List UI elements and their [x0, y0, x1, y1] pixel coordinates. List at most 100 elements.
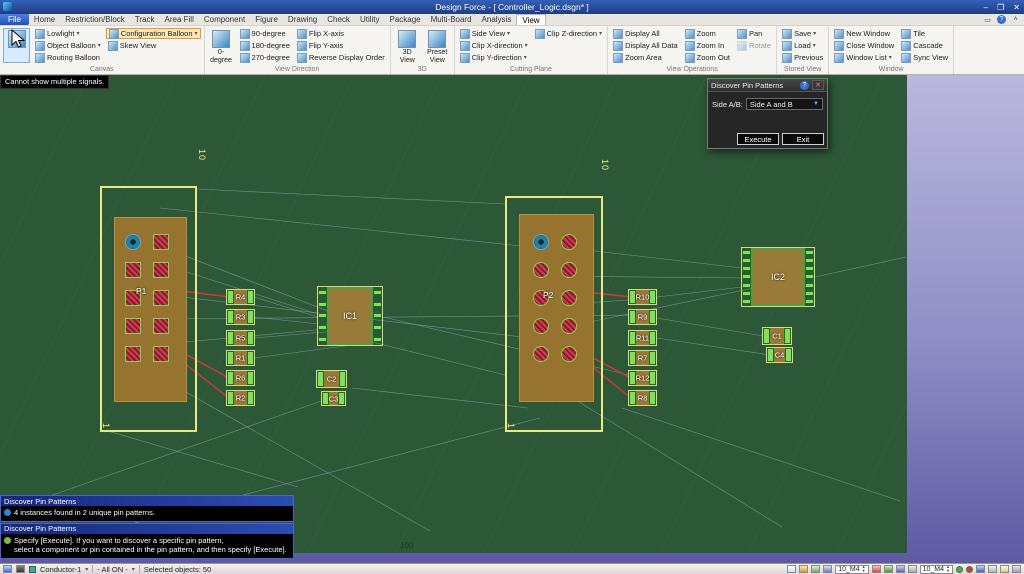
- dialog-titlebar[interactable]: Discover Pin Patterns ? ✕: [708, 79, 827, 92]
- execute-button[interactable]: Execute: [737, 133, 779, 145]
- ribbon-button-cascade[interactable]: Cascade: [899, 40, 950, 51]
- pad[interactable]: [533, 318, 549, 334]
- connector-p2[interactable]: P2: [505, 196, 603, 432]
- tab-view[interactable]: View: [516, 14, 545, 25]
- ic-ic1[interactable]: IC1: [318, 287, 382, 345]
- pad[interactable]: [561, 346, 577, 362]
- pad[interactable]: [561, 290, 577, 306]
- pad[interactable]: [125, 262, 141, 278]
- connector-p1[interactable]: P1: [100, 186, 197, 432]
- ribbon-button-270-degree[interactable]: 270-degree: [238, 52, 292, 63]
- exit-button[interactable]: Exit: [782, 133, 824, 145]
- spinner-icon[interactable]: ▲▼: [946, 565, 950, 573]
- resistor-r6[interactable]: R6: [227, 371, 254, 385]
- ribbon-button-zoom-in[interactable]: Zoom In: [683, 40, 732, 51]
- help-icon[interactable]: ?: [997, 15, 1006, 24]
- ribbon-button-canvas-mode-icon[interactable]: [3, 28, 30, 63]
- highlight-mode-icon[interactable]: [787, 565, 796, 573]
- pad[interactable]: [125, 318, 141, 334]
- ribbon-button-0-degree[interactable]: 0-degree: [208, 28, 235, 63]
- ribbon-button-clip-z-direction[interactable]: Clip Z-direction▾: [533, 28, 604, 39]
- ribbon-button-new-window[interactable]: New Window: [832, 28, 896, 39]
- ribbon-button-object-balloon[interactable]: Object Balloon▾: [33, 40, 103, 51]
- ribbon-button-zoom-out[interactable]: Zoom Out: [683, 52, 732, 63]
- pad[interactable]: [125, 346, 141, 362]
- ribbon-collapse-icon[interactable]: ˄: [1011, 15, 1020, 24]
- ribbon-button-save[interactable]: Save▾: [780, 28, 825, 39]
- resistor-r11[interactable]: R11: [629, 331, 656, 345]
- resistor-r8[interactable]: R8: [629, 391, 656, 405]
- gravity-icon[interactable]: [884, 565, 893, 573]
- pad[interactable]: [153, 318, 169, 334]
- pad[interactable]: [533, 346, 549, 362]
- ribbon-button-rotate[interactable]: Rotate: [735, 40, 773, 51]
- side-ab-select[interactable]: Side A and B ▼: [746, 98, 823, 110]
- tab-track[interactable]: Track: [130, 14, 160, 25]
- input-mode-icon[interactable]: [16, 565, 25, 573]
- unit-icon[interactable]: [1000, 565, 1009, 573]
- grid-display-icon[interactable]: [823, 565, 832, 573]
- coordinate-readout-icon[interactable]: [1012, 565, 1021, 573]
- tab-figure[interactable]: Figure: [250, 14, 283, 25]
- ribbon-button-display-all[interactable]: Display All: [611, 28, 680, 39]
- via-grid-field[interactable]: 10_M4 ▲▼: [920, 565, 953, 574]
- capacitor-c1[interactable]: C1: [763, 328, 791, 344]
- ribbon-button-display-all-data[interactable]: Display All Data: [611, 40, 680, 51]
- ribbon-button-skew-view[interactable]: Skew View: [106, 40, 201, 51]
- design-canvas[interactable]: 100 Cannot show multiple signals. Discov…: [0, 75, 1024, 563]
- tab-multi-board[interactable]: Multi-Board: [426, 14, 477, 25]
- tab-component[interactable]: Component: [199, 14, 250, 25]
- display-filter-select[interactable]: - All ON -: [97, 565, 127, 574]
- resistor-r4[interactable]: R4: [227, 290, 254, 304]
- resistor-r2[interactable]: R2: [227, 391, 254, 405]
- ribbon-button-load[interactable]: Load▾: [780, 40, 825, 51]
- ribbon-button-side-view[interactable]: Side View▾: [458, 28, 530, 39]
- ribbon-button-tile[interactable]: Tile: [899, 28, 950, 39]
- active-layer-select[interactable]: Conductor-1: [40, 565, 81, 574]
- ribbon-button-clip-x-direction[interactable]: Clip X-direction▾: [458, 40, 530, 51]
- ribbon-button-clip-y-direction[interactable]: Clip Y-direction▾: [458, 52, 530, 63]
- pin1-pad[interactable]: [533, 234, 549, 250]
- resistor-r9[interactable]: R9: [629, 310, 656, 324]
- ribbon-button-90-degree[interactable]: 90-degree: [238, 28, 292, 39]
- ribbon-button-close-window[interactable]: Close Window: [832, 40, 896, 51]
- minimize-button[interactable]: –: [984, 3, 988, 12]
- dialog-close-icon[interactable]: ✕: [812, 80, 824, 90]
- grid-type-icon[interactable]: [811, 565, 820, 573]
- capacitor-c4[interactable]: C4: [767, 348, 792, 362]
- pad[interactable]: [153, 262, 169, 278]
- drc-on-led-icon[interactable]: [956, 566, 963, 573]
- resistor-r12[interactable]: R12: [629, 371, 656, 385]
- ribbon-button-pan[interactable]: Pan: [735, 28, 773, 39]
- ribbon-button-previous[interactable]: Previous: [780, 52, 825, 63]
- ortho-mode-icon[interactable]: [896, 565, 905, 573]
- ribbon-button-routing-balloon[interactable]: Routing Balloon: [33, 52, 103, 63]
- resistor-r10[interactable]: R10: [629, 290, 656, 304]
- dialog-help-icon[interactable]: ?: [800, 81, 809, 90]
- ribbon-button-180-degree[interactable]: 180-degree: [238, 40, 292, 51]
- pad[interactable]: [533, 262, 549, 278]
- pick-filter-icon[interactable]: [799, 565, 808, 573]
- ribbon-button-zoom-area[interactable]: Zoom Area: [611, 52, 680, 63]
- ribbon-button-preset-view[interactable]: Preset View: [424, 28, 451, 63]
- grid-pitch-field[interactable]: 10_M4 ▲▼: [835, 565, 868, 574]
- file-menu-button[interactable]: File: [0, 14, 29, 25]
- resistor-r7[interactable]: R7: [629, 351, 656, 365]
- tab-utility[interactable]: Utility: [355, 14, 385, 25]
- customize-icon[interactable]: ▭: [983, 15, 992, 24]
- pin1-pad[interactable]: [125, 234, 141, 250]
- log-icon[interactable]: [988, 565, 997, 573]
- pad[interactable]: [561, 262, 577, 278]
- ribbon-button-window-list[interactable]: Window List▾: [832, 52, 896, 63]
- tab-restriction-block[interactable]: Restriction/Block: [60, 14, 130, 25]
- tab-home[interactable]: Home: [29, 14, 60, 25]
- tab-check[interactable]: Check: [322, 14, 355, 25]
- snap-icon[interactable]: [872, 565, 881, 573]
- pad[interactable]: [561, 234, 577, 250]
- tab-area-fill[interactable]: Area Fill: [160, 14, 199, 25]
- ribbon-button-sync-view[interactable]: Sync View: [899, 52, 950, 63]
- resistor-r3[interactable]: R3: [227, 310, 254, 324]
- ic-ic2[interactable]: IC2: [742, 248, 814, 306]
- ribbon-button-3d-view[interactable]: 3D View: [394, 28, 421, 63]
- spinner-icon[interactable]: ▲▼: [862, 565, 866, 573]
